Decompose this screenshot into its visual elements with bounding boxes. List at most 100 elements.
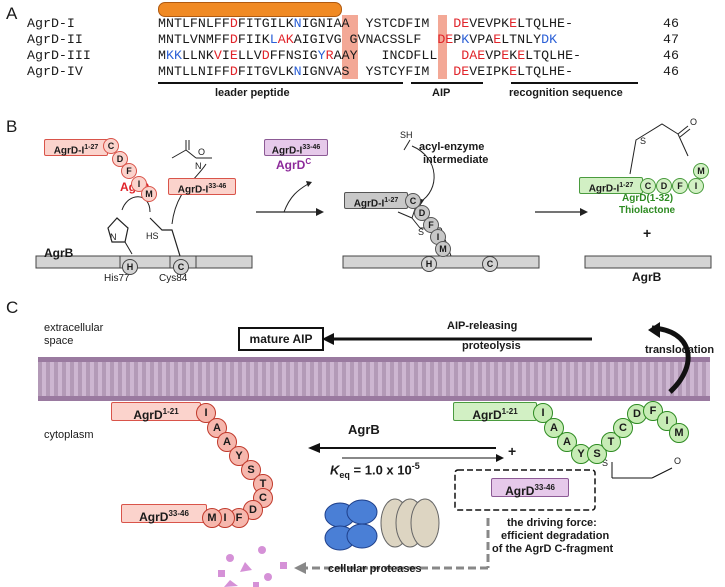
agrb-bar-left [35,255,253,269]
membrane [38,357,710,401]
alignment-row-sequence: MKKLLNKVIELLVDFFNSIGYRAAY INCDFLL DAEVPE… [158,48,582,63]
helix-bar [158,2,342,17]
alignment-row-sequence: MNTLFNLFFDFITGILKNIGNIAA YSTCDFIM DEVEVP… [158,16,573,31]
acyl-label-2: intermediate [423,154,489,166]
driving-label-1: the driving force: [507,517,597,529]
o-label-right: O [690,117,698,127]
residue-green-c: I [533,403,553,423]
residue-red: M [141,186,157,202]
driving-label-2: efficient degradation [501,530,610,542]
alignment-row-sequence: MNTLVNMFFDFIIKLAKAIGIVG GVNACSSLF DEPKVP… [158,32,558,47]
n-label: N [110,232,117,242]
alignment-row-length: 46 [663,48,679,63]
alignment-row-length: 47 [663,32,679,47]
his77-label: His77 [104,273,130,284]
agrb-label-left: AgrB [44,246,74,260]
nh-label: N [195,161,202,171]
residue-green-c: T [601,432,621,452]
panel-b-letter: B [6,117,18,136]
residue-cys-bar-mid: C [482,256,498,272]
agrb-bar-middle [342,255,540,269]
agrd-33-46-violet-box: AgrD33-46 [491,478,569,498]
translocation-arrow [651,325,691,394]
plus-c: + [508,443,517,459]
agrb-product-label: AgrB [632,270,662,284]
residue-grey: M [435,241,451,257]
extracellular-label-2: space [44,335,74,347]
hs-label: HS [146,231,159,241]
aip-label: AIP [432,87,451,99]
residue-green: F [672,178,688,194]
cytoplasm-label: cytoplasm [44,429,94,441]
alignment-row-name: AgrD-IV [27,64,83,79]
extracellular-label-1: extracellular [44,322,104,334]
proteases-label: cellular proteases [328,563,422,575]
residue-green: I [688,178,704,194]
residue-red: C [103,138,119,154]
residue-red: D [112,151,128,167]
curved-arrow-3 [411,145,435,203]
proteasome-icon [324,498,440,551]
alignment-row-name: AgrD-I [27,16,75,31]
aip-underline [411,82,483,84]
residue-red: F [121,163,137,179]
aip-release-label-1: AIP-releasing [447,320,518,332]
agrdc-label: AgrDC [276,157,312,172]
leader-underline [158,82,403,84]
agrd-1-21-green-box: AgrD1-21 [453,402,537,422]
residue-his-bar: H [122,259,138,275]
driving-label-3: of the AgrD C-fragment [492,543,614,555]
agrd-i-33-46-box-left: AgrD-I33-46 [168,178,236,195]
agrd-i-1-27-box-left: AgrD-I1-27 [44,139,108,156]
agrd-1-21-red-box: AgrD1-21 [111,402,201,422]
agrd-33-46-red-box: AgrD33-46 [121,504,207,524]
highlight-cys [438,15,447,79]
panel-c-letter: C [6,298,19,317]
agrd-i-33-46-released-box: AgrD-I33-46 [264,139,328,156]
residue-his-bar-mid: H [421,256,437,272]
agrd-i-1-27-box-middle: AgrD-I1-27 [344,192,408,209]
aip-release-label-2: proteolysis [462,340,521,352]
alignment-row-name: AgrD-II [27,32,83,47]
imidazole-ring [107,217,129,243]
curved-arrow-1 [121,196,151,213]
alignment-row-sequence: MNTLLNIFFDFITGVLKNIGNVAS YSTCYFIM DEVEIP… [158,64,573,79]
residue-cys-bar: C [173,259,189,275]
residue-green-c: Y [571,444,591,464]
residue-green-c: A [544,418,564,438]
residue-grey: C [405,193,421,209]
o-label: O [198,147,206,157]
plus-b: + [643,225,652,241]
agrd-i-1-27-box-right: AgrD-I1-27 [579,177,643,194]
agrb-bar-right [584,255,712,269]
residue-grey: D [414,205,430,221]
residue-green: C [640,178,656,194]
panel-a-letter: A [6,4,18,23]
cys84-label: Cys84 [159,273,188,284]
recognition-label: recognition sequence [509,87,623,99]
o-label-c: O [674,456,682,466]
thiolactone-label-2: Thiolactone [619,205,676,216]
translocation-label: translocation [645,344,715,356]
agrb-label-c: AgrB [348,422,380,437]
panel-c-drawing [218,322,691,587]
highlight-ig [342,15,358,79]
alignment-row-length: 46 [663,16,679,31]
leader-label: leader peptide [215,87,290,99]
residue-green-c: S [587,444,607,464]
acyl-label-1: acyl-enzyme [419,141,485,153]
residue-red-c: M [202,508,222,528]
peptide-fragments-icon [218,546,287,587]
residue-green: M [693,163,709,179]
keq-label: Keq = 1.0 x 10-5 [330,461,420,480]
alignment-row-name: AgrD-III [27,48,91,63]
s-label-mid: S [418,227,425,237]
sh-label: SH [400,130,413,140]
thiolactone-label-1: AgrD(1-32) [622,193,674,204]
recognition-underline [511,82,638,84]
residue-green: D [656,178,672,194]
s-label-c: S [602,458,609,468]
residue-red-c: I [196,403,216,423]
s-label-right: S [640,136,647,146]
